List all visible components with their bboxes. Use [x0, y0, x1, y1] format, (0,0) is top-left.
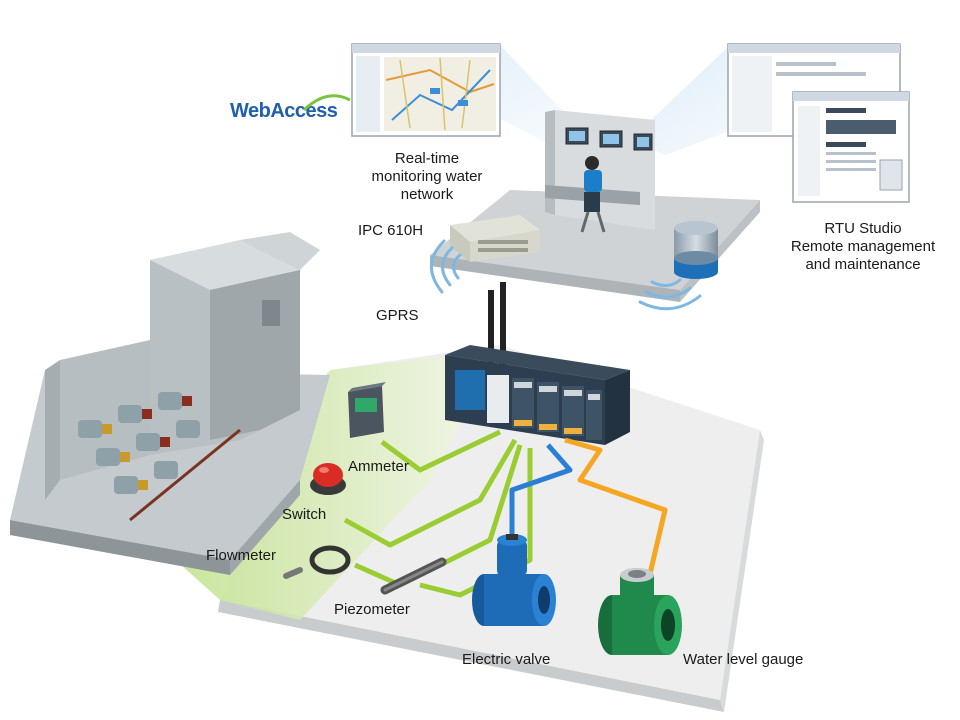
- database-icon: [674, 221, 718, 279]
- label-ammeter: Ammeter: [348, 458, 409, 475]
- label-realtime-line1: Real-time: [394, 150, 460, 167]
- label-realtime-line3: network: [400, 186, 454, 203]
- swoosh-icon: [302, 94, 351, 112]
- rtu-studio-screenshot: [727, 43, 910, 203]
- switch-device: [310, 463, 346, 495]
- label-gprs: GPRS: [376, 307, 419, 324]
- label-rtu-line1: RTU Studio: [824, 220, 902, 237]
- pump-building: [10, 232, 330, 575]
- label-electric-valve: Electric valve: [462, 651, 551, 668]
- flowmeter-device: [283, 545, 351, 579]
- label-rtu-line3: and maintenance: [805, 256, 921, 273]
- label-realtime-line2: monitoring water: [371, 168, 483, 185]
- wireless-waves-left: [430, 239, 462, 294]
- webaccess-screenshot: [351, 43, 501, 137]
- rtu-controller: [445, 345, 630, 445]
- water-level-gauge-device: [598, 568, 682, 655]
- ipc-610h-device: [450, 215, 540, 262]
- electric-valve-device: [472, 534, 556, 626]
- webaccess-logo: WebAccess: [230, 94, 351, 123]
- wire-blue: [509, 443, 573, 555]
- wire-orange: [564, 437, 668, 596]
- label-switch: Switch: [282, 506, 327, 523]
- label-flowmeter: Flowmeter: [206, 547, 277, 564]
- gprs-antennas: [488, 282, 506, 370]
- label-ipc-610h: IPC 610H: [358, 222, 424, 239]
- label-rtu-studio: RTU Studio Remote management and mainten…: [770, 220, 956, 274]
- label-rtu-line2: Remote management: [790, 238, 936, 255]
- piezometer-device: [380, 557, 447, 595]
- wireless-waves-right: [638, 278, 702, 311]
- label-realtime-monitoring: Real-time monitoring water network: [357, 150, 497, 204]
- label-piezometer: Piezometer: [334, 601, 410, 618]
- ammeter-device: [348, 382, 386, 438]
- label-water-level-gauge: Water level gauge: [683, 651, 804, 668]
